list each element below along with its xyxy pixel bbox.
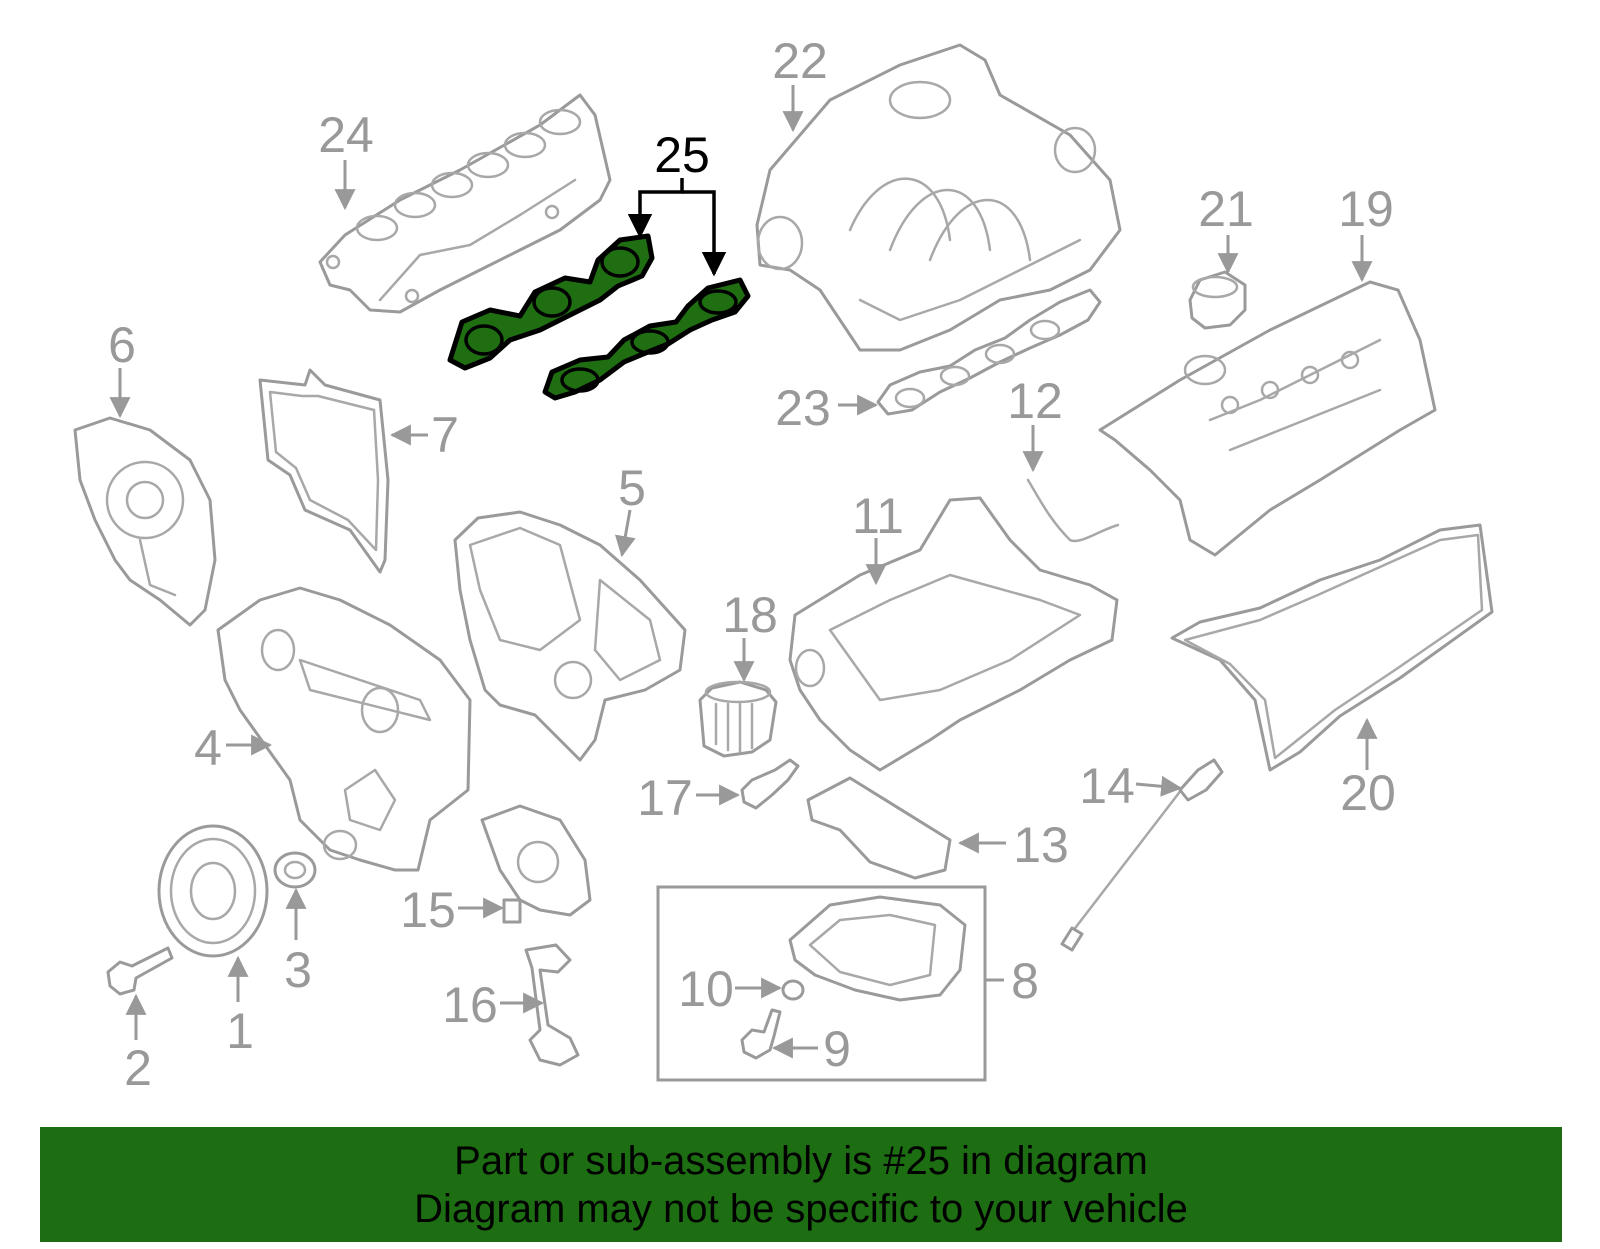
callout-12: 12 — [1007, 373, 1063, 429]
part-17-oil-pressure-switch — [740, 758, 800, 810]
part-11-upper-oil-pan — [788, 496, 1119, 772]
callout-10: 10 — [678, 961, 734, 1017]
part-4-timing-chain-case — [216, 586, 472, 872]
part-3-front-seal — [273, 851, 317, 889]
callout-18: 18 — [722, 587, 778, 643]
callout-3: 3 — [284, 942, 312, 998]
callout-5: 5 — [618, 460, 646, 516]
leader-arrows — [109, 85, 1378, 1059]
banner-line-2: Diagram may not be specific to your vehi… — [414, 1186, 1188, 1231]
part-24-lower-intake-manifold — [318, 93, 612, 314]
part-15-oil-pump — [480, 804, 592, 924]
part-8-lower-oil-pan-box — [656, 885, 987, 1082]
callout-24: 24 — [318, 107, 374, 163]
part-20-valve-cover-gasket — [1170, 523, 1494, 772]
part-12-gasket-seal — [1026, 478, 1120, 543]
callout-4: 4 — [194, 720, 222, 776]
info-banner: Part or sub-assembly is #25 in diagram D… — [40, 1127, 1562, 1242]
callout-23: 23 — [775, 380, 831, 436]
part-19-valve-cover — [1098, 280, 1437, 557]
part-16-oil-strainer — [524, 943, 580, 1067]
callout-8: 8 — [1011, 953, 1039, 1009]
callout-1: 1 — [226, 1003, 254, 1059]
part-5-front-cover — [453, 510, 687, 762]
callout-7: 7 — [431, 407, 459, 463]
callout-16: 16 — [442, 977, 498, 1033]
part-18-oil-filter — [698, 680, 778, 758]
part-14-oil-dipstick — [1060, 758, 1224, 952]
part-25-intake-gasket-right — [542, 277, 751, 401]
part-9-drain-plug — [740, 1008, 782, 1060]
part-22-intake-plenum — [755, 43, 1122, 352]
callout-20: 20 — [1340, 765, 1396, 821]
part-10-drain-washer — [781, 979, 805, 1001]
part-2-pulley-bolt — [106, 946, 174, 996]
part-23-plenum-gasket — [876, 288, 1102, 416]
callout-11: 11 — [852, 488, 904, 544]
part-13-baffle-plate — [806, 776, 952, 880]
callout-15: 15 — [400, 882, 456, 938]
callout-22: 22 — [772, 33, 828, 89]
callout-17: 17 — [637, 770, 693, 826]
callout-labels: 1 2 3 4 5 6 7 8 9 10 11 12 13 14 15 16 1… — [108, 33, 1396, 1096]
callout-6: 6 — [108, 317, 136, 373]
callout-25: 25 — [654, 127, 710, 183]
part-21-oil-filler-cap — [1188, 270, 1247, 330]
callout-21: 21 — [1198, 181, 1254, 237]
callout-2: 2 — [124, 1040, 152, 1096]
part-6-water-pump — [73, 416, 217, 627]
banner-line-1: Part or sub-assembly is #25 in diagram — [454, 1138, 1148, 1183]
callout-14: 14 — [1079, 758, 1135, 814]
callout-13: 13 — [1013, 817, 1069, 873]
part-25-intake-gasket-left — [447, 233, 655, 371]
part-7-cover-gasket — [258, 368, 390, 574]
callout-9: 9 — [823, 1021, 851, 1077]
part-1-crank-pulley — [157, 824, 269, 958]
callout-19: 19 — [1338, 181, 1394, 237]
